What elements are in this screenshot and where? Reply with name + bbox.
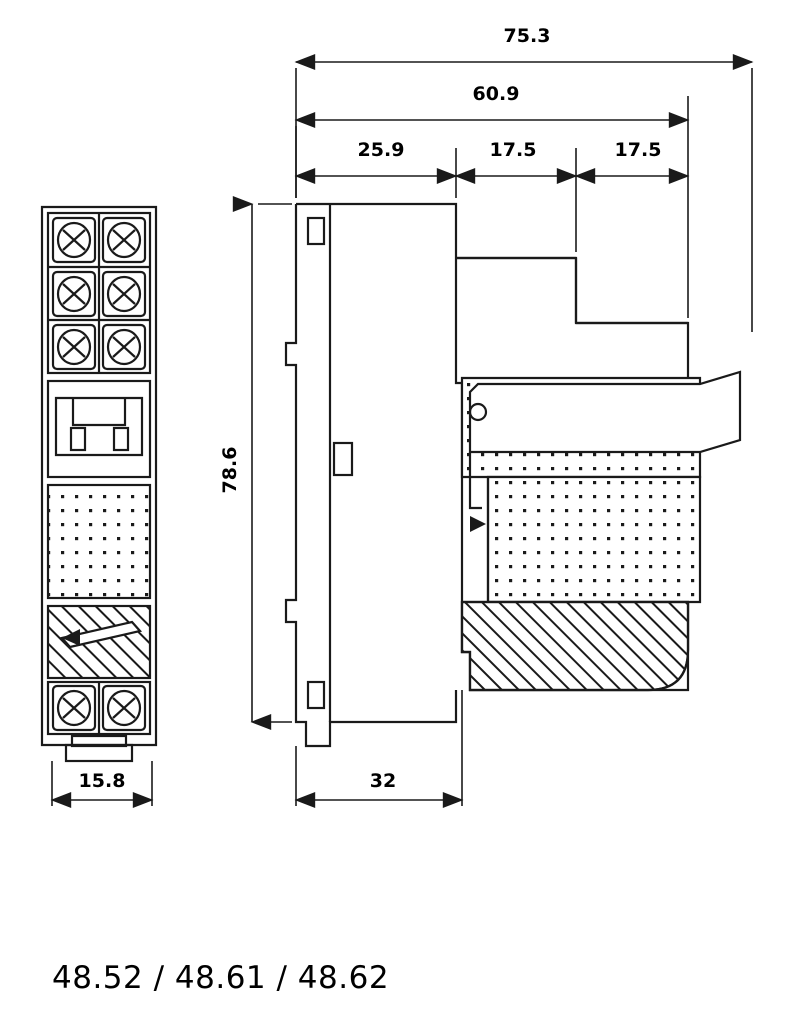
dim-label-depth-bottom: 32 [370,770,396,792]
screw-terminal [51,270,97,318]
dim-label-segment-2: 17.5 [490,139,537,161]
side-vent-bottom [306,680,326,710]
side-lever-arm [468,370,742,454]
side-step-profile [456,256,688,325]
page-title: 48.52 / 48.61 / 48.62 [52,960,390,996]
screw-terminals [51,216,147,371]
front-clip-bridge [71,398,127,427]
dim-label-overall-width-top: 75.3 [504,25,551,47]
front-view [40,205,158,763]
dimension-labels: 75.3 60.9 25.9 17.5 17.5 78.6 32 15.8 [79,25,662,792]
dim-label-segment-1: 25.9 [358,139,405,161]
screw-terminal [51,323,97,371]
side-module-lower [486,475,702,604]
side-lever-stem [468,452,482,510]
side-outline-left [284,204,458,748]
front-retaining-clip-zone [46,379,152,479]
front-relay-body [46,483,152,600]
side-base-outline [460,600,690,692]
front-clip-slot-left [69,426,87,452]
front-din-foot-tab [70,734,128,748]
front-lever [59,620,143,649]
screw-terminal [101,684,147,732]
screw-terminal [51,684,97,732]
side-direction-arrow [470,516,486,532]
front-clip-slot-right [112,426,130,452]
front-din-foot [64,743,134,763]
side-view [284,202,742,748]
front-actuator-block [46,604,152,680]
side-lever-pivot [468,402,488,422]
front-lever-arrow [62,629,80,646]
dim-label-body-width: 60.9 [473,83,520,105]
screw-terminal [101,323,147,371]
side-vent-top [306,216,326,246]
dim-label-front-width: 15.8 [79,770,126,792]
screw-terminal [101,270,147,318]
screw-terminal [101,216,147,264]
dim-label-overall-height: 78.6 [219,447,241,494]
side-window [332,441,354,477]
front-clip-frame [54,396,144,457]
dim-label-segment-3: 17.5 [615,139,662,161]
side-base-block [460,600,690,692]
screw-terminal [51,216,97,264]
dimension-lines [50,54,754,808]
front-outline [40,205,158,747]
